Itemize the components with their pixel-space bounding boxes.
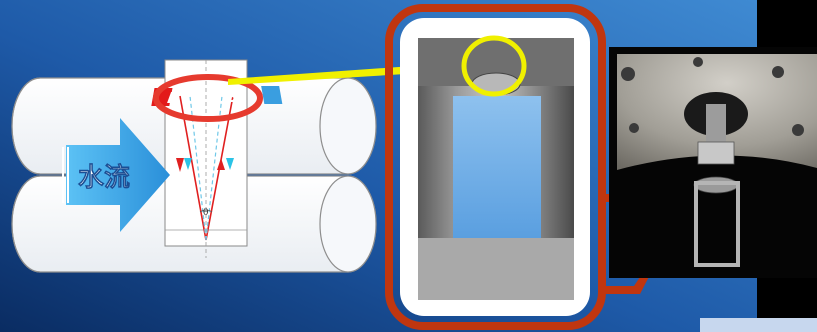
bottom-strip (700, 318, 817, 332)
pipe-upper-end (320, 78, 376, 174)
pipe-lower-end (320, 176, 376, 272)
flange-hole (772, 66, 784, 78)
flange-hole (792, 124, 804, 136)
sensor-frame-window (453, 96, 541, 238)
center-photo (389, 8, 602, 326)
pipe-schematic: θ 水流 A B (12, 60, 376, 272)
flow-label: 水流 (78, 163, 130, 193)
probe-head (698, 142, 734, 164)
right-photo (609, 47, 817, 278)
marker-a-label: A (167, 89, 179, 107)
sensor-frame-base (418, 238, 574, 300)
flange-hole (629, 123, 639, 133)
marker-b-box (261, 86, 282, 104)
angle-label: θ (203, 208, 208, 218)
marker-b-label: B (226, 88, 237, 106)
flange-hole (693, 57, 703, 67)
flange-hole (621, 67, 635, 81)
